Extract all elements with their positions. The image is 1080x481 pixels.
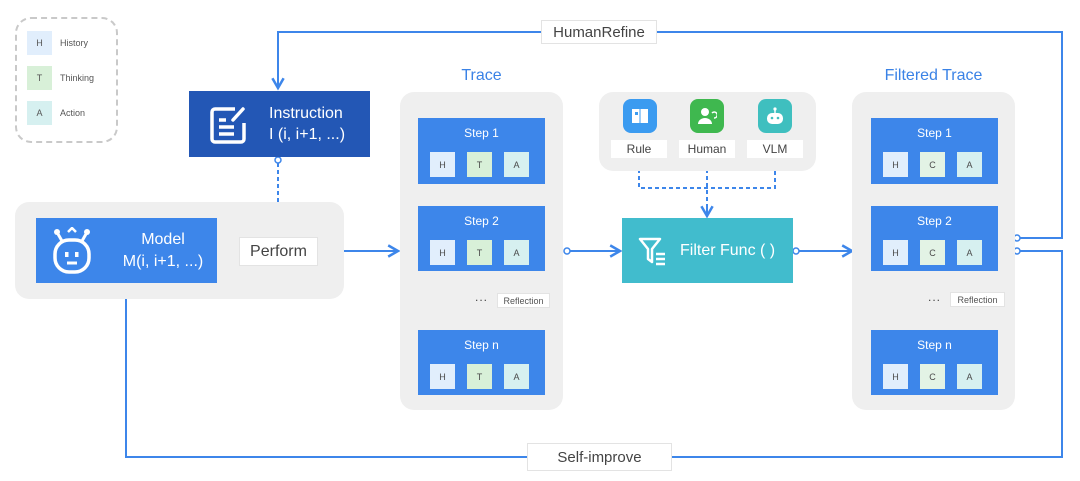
trace-ellipsis: ... (475, 290, 489, 304)
legend-label: History (60, 38, 89, 48)
legend-item-history: H History (27, 31, 88, 55)
chip-history: H (883, 152, 908, 177)
model-subtitle: M(i, i+1, ...) (122, 253, 204, 270)
chip-thinking: T (467, 364, 492, 389)
legend-chip-h: H (27, 31, 52, 55)
human-icon (690, 99, 724, 133)
source-human-label: Human (679, 140, 735, 158)
chip-action: A (504, 152, 529, 177)
step-title: Step 1 (917, 126, 952, 140)
step-title: Step n (917, 338, 952, 352)
chip-history: H (883, 240, 908, 265)
filtered-step-1: Step 1 H C A (871, 118, 998, 184)
instruction-title: Instruction (269, 105, 343, 122)
chip-history: H (430, 152, 455, 177)
legend-item-action: A Action (27, 101, 85, 125)
trace-step-1: Step 1 H T A (418, 118, 545, 184)
vlm-robot-icon (758, 99, 792, 133)
filtered-trace-title: Filtered Trace (884, 67, 983, 84)
model-box: Model M(i, i+1, ...) (36, 218, 217, 283)
chip-thinking: T (467, 240, 492, 265)
legend-chip-a: A (27, 101, 52, 125)
chip-thinking: T (467, 152, 492, 177)
legend: H History T Thinking A Action (15, 17, 118, 143)
step-title: Step n (464, 338, 499, 352)
instruction-box: Instruction I (i, i+1, ...) (189, 91, 370, 157)
human-refine-label: HumanRefine (541, 20, 657, 44)
legend-chip-t: T (27, 66, 52, 90)
self-improve-label: Self-improve (527, 443, 672, 471)
filtered-step-n: Step n H C A (871, 330, 998, 395)
trace-title: Trace (461, 67, 502, 84)
filter-icon (638, 237, 665, 265)
step-title: Step 2 (917, 214, 952, 228)
filtered-step-2: Step 2 H C A (871, 206, 998, 271)
chip-action: A (957, 364, 982, 389)
chip-c: C (920, 152, 945, 177)
model-title: Model (141, 231, 185, 248)
trace-step-2: Step 2 H T A (418, 206, 545, 271)
instruction-subtitle: I (i, i+1, ...) (269, 126, 346, 143)
chip-history: H (883, 364, 908, 389)
trace-step-n: Step n H T A (418, 330, 545, 395)
filtered-reflection-label: Reflection (950, 292, 1005, 307)
source-vlm-label: VLM (747, 140, 803, 158)
trace-reflection-label: Reflection (497, 293, 550, 308)
legend-item-thinking: T Thinking (27, 66, 94, 90)
legend-label: Thinking (60, 73, 95, 83)
legend-label: Action (60, 108, 86, 118)
chip-history: H (430, 240, 455, 265)
rule-book-icon (623, 99, 657, 133)
chip-history: H (430, 364, 455, 389)
perform-box: Perform (239, 237, 318, 266)
filter-func-label: Filter Func ( ) (680, 241, 776, 259)
chip-action: A (957, 240, 982, 265)
chip-action: A (957, 152, 982, 177)
filtered-ellipsis: ... (928, 290, 942, 304)
chip-c: C (920, 240, 945, 265)
step-title: Step 1 (464, 126, 499, 140)
chip-action: A (504, 240, 529, 265)
source-rule-label: Rule (611, 140, 667, 158)
chip-c: C (920, 364, 945, 389)
chip-action: A (504, 364, 529, 389)
robot-icon (53, 227, 91, 274)
document-edit-icon (210, 107, 246, 144)
step-title: Step 2 (464, 214, 499, 228)
filter-func-box: Filter Func ( ) (622, 218, 793, 283)
